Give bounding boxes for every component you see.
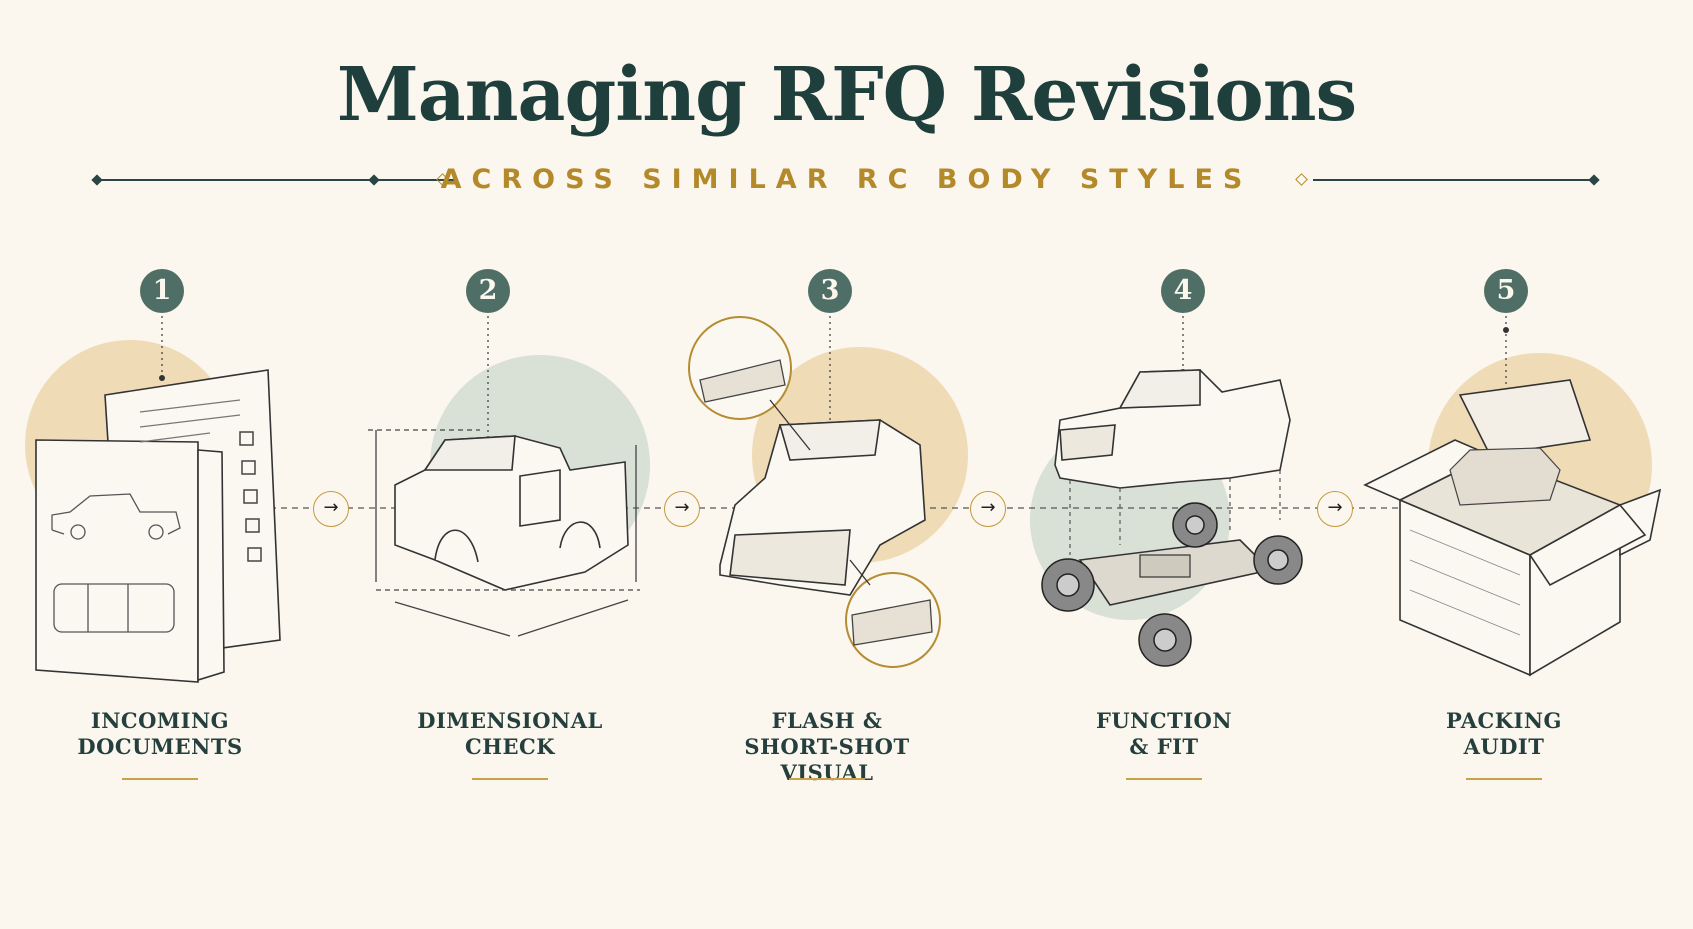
flow-arrow-1: → [313,491,349,527]
step-3-label: FLASH & SHORT-SHOT VISUAL [697,708,957,786]
step-3-label-line1: FLASH & [771,708,883,733]
step-2-label: DIMENSIONAL CHECK [380,708,640,760]
step-5-label: PACKING AUDIT [1374,708,1634,760]
step-1-label-line2: DOCUMENTS [77,734,243,759]
page-subtitle: ACROSS SIMILAR RC BODY STYLES [440,164,1253,195]
open-box-icon [1363,379,1662,677]
flow-arrow-4: → [1317,491,1353,527]
step-2-underline [472,778,548,780]
step-4-label: FUNCTION & FIT [1034,708,1294,760]
step-1-label: INCOMING DOCUMENTS [30,708,290,760]
step-1-badge: 1 [140,269,184,313]
step-4-badge: 4 [1161,269,1205,313]
step-1-underline [122,778,198,780]
flow-arrow-2: → [664,491,700,527]
page-title: Managing RFQ Revisions [336,52,1357,138]
step-5-underline [1466,778,1542,780]
rule-left [97,179,457,181]
truck-chassis-icon [1041,369,1303,667]
truck-body-measure-icon [368,429,640,637]
step-4-label-line1: FUNCTION [1095,708,1233,733]
step-4-label-line2: & FIT [1129,734,1199,759]
step-5-badge: 5 [1484,269,1528,313]
step-3-underline [789,778,865,780]
step-3-badge: 3 [808,269,852,313]
step-3-label-line2: SHORT-SHOT VISUAL [744,734,910,785]
subtitle-row: ACROSS SIMILAR RC BODY STYLES [0,160,1693,200]
step-4-underline [1126,778,1202,780]
step-5-label-line1: PACKING [1446,708,1562,733]
step-1-label-line1: INCOMING [90,708,230,733]
rule-right [1313,179,1593,181]
step-2-label-line1: DIMENSIONAL [417,708,603,733]
magnifier-detail-icon [688,316,941,668]
step-2-badge: 2 [466,269,510,313]
document-stack-icon [35,369,281,683]
step-2-label-line2: CHECK [464,734,556,759]
step-5-label-line2: AUDIT [1463,734,1545,759]
flow-arrow-3: → [970,491,1006,527]
